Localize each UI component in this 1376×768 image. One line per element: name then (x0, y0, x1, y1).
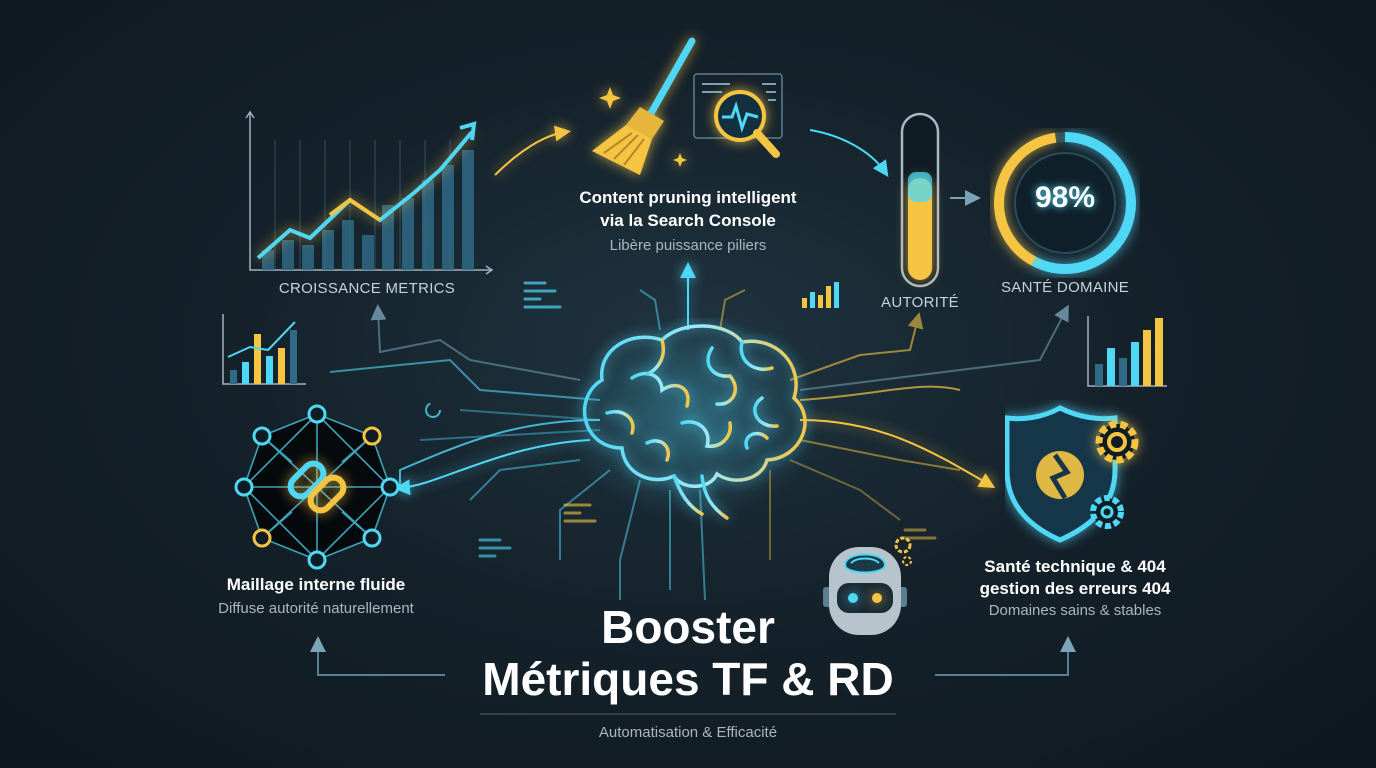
tech-title-line2: gestion des erreurs 404 (979, 579, 1171, 598)
growth-label: CROISSANCE METRICS (278, 280, 456, 297)
health-ring-icon (994, 132, 1136, 274)
tech-title-line1: Santé technique & 404 (984, 557, 1166, 576)
main-title-line1: Booster (601, 601, 775, 653)
network-link-icon (234, 404, 400, 570)
linking-sub: Diffuse autorité naturellement (218, 600, 414, 617)
mini-bar-chart-icon (222, 314, 306, 385)
authority-label: AUTORITÉ (881, 294, 959, 311)
small-bars-icon (802, 282, 839, 308)
brain-icon (562, 318, 822, 520)
robot-icon (823, 536, 912, 635)
footer-divider (480, 713, 896, 715)
shield-gear-icon (1005, 405, 1139, 543)
growth-chart-icon (245, 110, 494, 275)
main-title-line2: Métriques TF & RD (482, 653, 894, 705)
footer-caption: Automatisation & Efficacité (598, 724, 778, 741)
pruning-sub: Libère puissance piliers (609, 237, 767, 254)
pruning-title-line2: via la Search Console (600, 211, 776, 230)
linking-title: Maillage interne fluide (226, 575, 406, 594)
tech-sub: Domaines sains & stables (988, 602, 1162, 619)
pruning-title-line1: Content pruning intelligent (579, 188, 797, 207)
search-console-magnifier-icon (693, 73, 783, 158)
right-bar-chart-icon (1087, 316, 1167, 387)
broom-icon (592, 37, 696, 175)
health-percent: 98% (1034, 181, 1096, 214)
health-label: SANTÉ DOMAINE (1000, 279, 1130, 296)
authority-gauge-icon (900, 112, 940, 288)
